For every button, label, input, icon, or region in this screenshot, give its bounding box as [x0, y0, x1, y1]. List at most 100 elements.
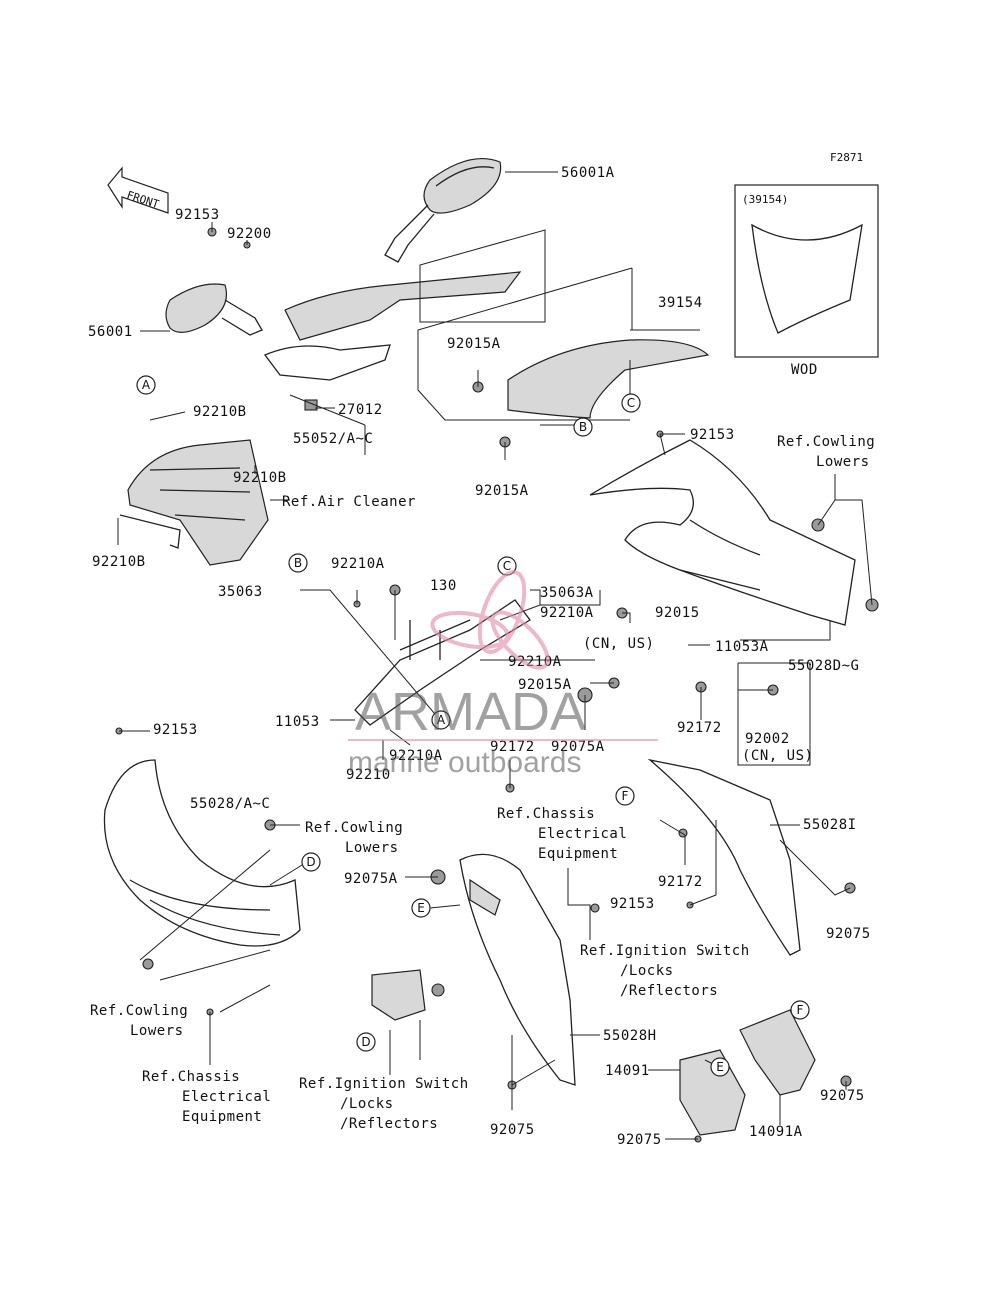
svg-text:F: F: [622, 789, 629, 803]
label-ref-chassis-1a: Ref.Chassis: [497, 806, 595, 822]
stay-bracket-part: [354, 599, 531, 726]
upper-cowl-part: [589, 439, 856, 626]
label-ref-ignition-1c: /Reflectors: [620, 983, 718, 999]
svg-text:C: C: [503, 559, 511, 573]
label-ref-cowling-lowers-3b: Lowers: [130, 1023, 184, 1039]
armada-watermark: ARMADA marine outboards: [348, 570, 658, 779]
label-92015: 92015: [655, 605, 700, 621]
callout-A2: A: [431, 710, 451, 730]
windscreen-part: [507, 339, 710, 419]
svg-text:B: B: [294, 556, 302, 570]
label-35063: 35063: [218, 584, 263, 600]
svg-text:F: F: [797, 1003, 804, 1017]
label-92210B-c: 92210B: [92, 554, 146, 570]
label-35063A: 35063A: [540, 585, 594, 601]
label-ref-ignition-2b: /Locks: [340, 1096, 394, 1112]
label-ref-chassis-2b: Electrical: [182, 1089, 271, 1105]
label-92075-a: 92075: [826, 926, 871, 942]
label-ref-chassis-1c: Equipment: [538, 846, 618, 862]
label-55028I: 55028I: [803, 817, 857, 833]
label-92153-d: 92153: [610, 896, 655, 912]
svg-text:D: D: [306, 855, 315, 869]
mirror-right-part: [384, 158, 502, 263]
label-92075-d: 92075: [617, 1132, 662, 1148]
label-92210A-d: 92210A: [389, 748, 443, 764]
callout-A1: A: [136, 375, 156, 395]
label-cn-us-1: (CN, US): [583, 636, 654, 652]
watermark-sub: marine outboards: [348, 746, 581, 779]
label-92210B-a: 92210B: [193, 404, 247, 420]
part-labels: 56001A 92153 92200 56001 92015A 39154 27…: [88, 165, 875, 1148]
label-92153-c: 92153: [153, 722, 198, 738]
label-92200: 92200: [227, 226, 272, 242]
label-11053A: 11053A: [715, 639, 769, 655]
callout-D2: D: [356, 1032, 376, 1052]
label-55028H: 55028H: [603, 1028, 657, 1044]
inner-cowl-part: [263, 271, 522, 381]
callout-E1: E: [411, 898, 431, 918]
figure-code: F2871: [830, 151, 863, 164]
svg-text:B: B: [579, 420, 587, 434]
callout-E2: E: [710, 1057, 730, 1077]
label-92172-b: 92172: [490, 739, 535, 755]
inset-box: (39154) WOD: [734, 184, 879, 378]
svg-text:E: E: [716, 1060, 724, 1074]
label-ref-cowling-lowers-3a: Ref.Cowling: [90, 1003, 188, 1019]
label-55028D-G: 55028D~G: [788, 658, 859, 674]
label-11053: 11053: [275, 714, 320, 730]
front-arrow-icon: FRONT: [107, 166, 169, 214]
label-92210: 92210: [346, 767, 391, 783]
label-92210A-b: 92210A: [540, 605, 594, 621]
label-ref-ignition-2a: Ref.Ignition Switch: [299, 1076, 469, 1092]
inset-caption: WOD: [791, 362, 818, 378]
label-ref-chassis-2a: Ref.Chassis: [142, 1069, 240, 1085]
svg-text:E: E: [417, 901, 425, 915]
label-92015A-c: 92015A: [518, 677, 572, 693]
svg-text:C: C: [627, 396, 635, 410]
label-27012: 27012: [338, 402, 383, 418]
label-130: 130: [430, 578, 457, 594]
callout-F1: F: [615, 786, 635, 806]
callout-D1: D: [301, 852, 321, 872]
label-ref-cowling-lowers-1a: Ref.Cowling: [777, 434, 875, 450]
label-92210A-a: 92210A: [331, 556, 385, 572]
mirror-left-part: [165, 283, 263, 336]
label-ref-cowling-lowers-2a: Ref.Cowling: [305, 820, 403, 836]
label-cn-us-2: (CN, US): [742, 748, 813, 764]
clip-27012: [304, 399, 318, 411]
label-92153-b: 92153: [690, 427, 735, 443]
label-ref-chassis-2c: Equipment: [182, 1109, 262, 1125]
leader-lines: [117, 171, 873, 1140]
side-panel-right-part: [647, 758, 801, 956]
label-56001: 56001: [88, 324, 133, 340]
inset-part-number: (39154): [742, 193, 788, 206]
label-ref-ignition-1b: /Locks: [620, 963, 674, 979]
label-55028-A-C: 55028/A~C: [190, 796, 270, 812]
svg-text:A: A: [437, 713, 446, 727]
label-92172-a: 92172: [677, 720, 722, 736]
label-ref-air-cleaner: Ref.Air Cleaner: [282, 494, 416, 510]
label-39154: 39154: [658, 295, 703, 311]
label-92172-c: 92172: [658, 874, 703, 890]
label-14091: 14091: [605, 1063, 650, 1079]
callout-F2: F: [790, 1000, 810, 1020]
ignition-bracket-part: [371, 969, 426, 1021]
side-panel-part: [459, 853, 576, 1086]
callout-B2: B: [288, 553, 308, 573]
air-duct-part: [119, 439, 269, 566]
bracket-14091A-part: [739, 1009, 816, 1096]
label-55052: 55052/A~C: [293, 431, 373, 447]
propeller-logo-icon: [430, 570, 550, 670]
watermark-brand: ARMADA: [355, 682, 586, 742]
label-92075A-b: 92075A: [344, 871, 398, 887]
label-92210B-b: 92210B: [233, 470, 287, 486]
label-92075-c: 92075: [490, 1122, 535, 1138]
label-92153: 92153: [175, 207, 220, 223]
label-ref-ignition-1a: Ref.Ignition Switch: [580, 943, 750, 959]
label-92015A-b: 92015A: [475, 483, 529, 499]
label-ref-cowling-lowers-2b: Lowers: [345, 840, 399, 856]
svg-text:A: A: [142, 378, 151, 392]
label-92075A-a: 92075A: [551, 739, 605, 755]
